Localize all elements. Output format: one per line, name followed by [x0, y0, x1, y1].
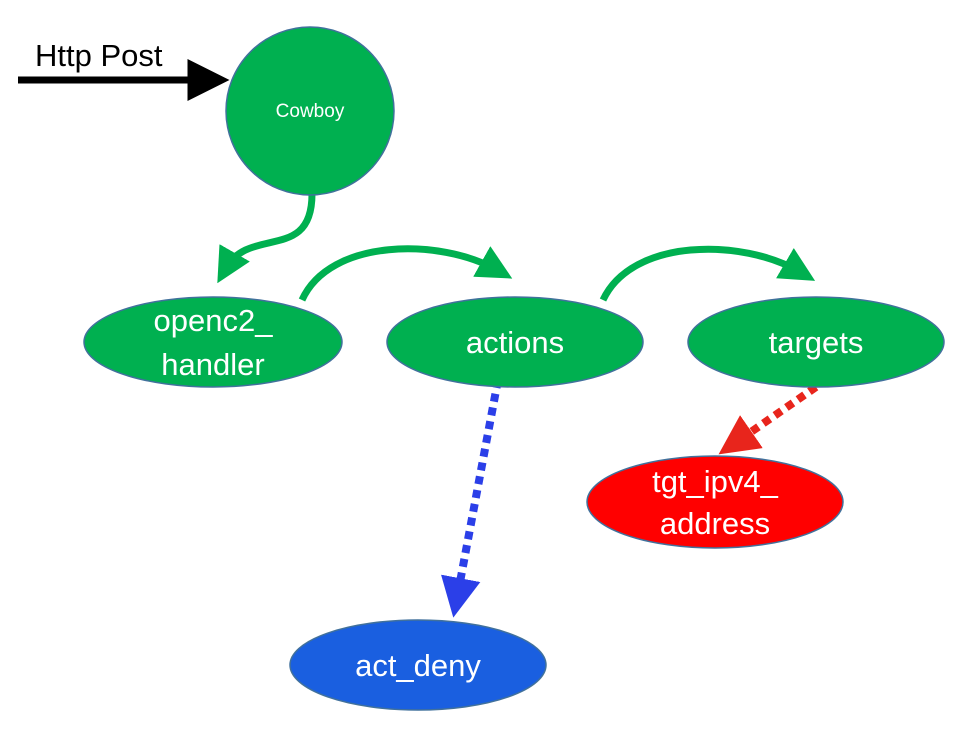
node-tgt-ipv4-address: tgt_ipv4_ address — [586, 455, 844, 549]
node-openc2-handler: openc2_ handler — [83, 296, 343, 388]
edge-actions-to-targets — [599, 245, 816, 302]
tgt-ipv4-label-line2: address — [660, 506, 770, 541]
openc2-handler-label-line1: openc2_ — [154, 303, 274, 338]
node-act-deny: act_deny — [289, 619, 547, 711]
openc2-handler-label-line2: handler — [161, 347, 264, 382]
http-post-label: Http Post — [35, 38, 163, 73]
act-deny-label: act_deny — [355, 648, 481, 683]
node-actions: actions — [386, 296, 644, 388]
node-targets: targets — [687, 296, 945, 388]
cowboy-label: Cowboy — [276, 101, 345, 122]
edge-handler-to-actions — [298, 245, 513, 302]
edge-actions-to-act-deny — [441, 379, 502, 618]
node-cowboy: Cowboy — [225, 26, 395, 196]
edge-targets-to-tgt-ipv4 — [718, 383, 819, 455]
actions-label: actions — [466, 325, 564, 360]
tgt-ipv4-label-line1: tgt_ipv4_ — [652, 464, 779, 499]
edge-cowboy-to-handler — [217, 193, 316, 284]
targets-label: targets — [769, 325, 864, 360]
